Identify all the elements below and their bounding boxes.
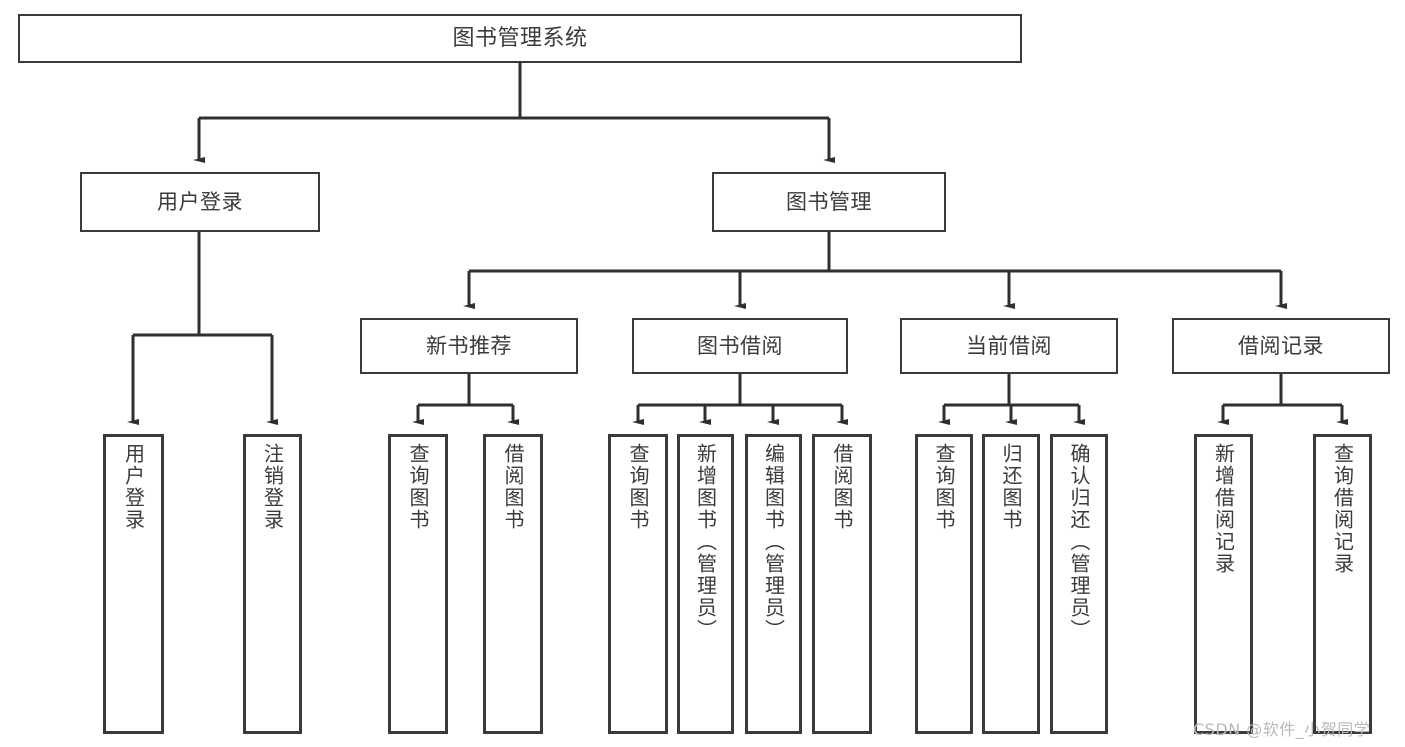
node-label: 归还图书 xyxy=(999,443,1023,531)
node-leaf-query-book-3[interactable]: 查询图书 xyxy=(915,434,973,734)
node-leaf-query-book-2[interactable]: 查询图书 xyxy=(608,434,668,734)
node-label: 查询图书 xyxy=(406,443,430,531)
node-user-login[interactable]: 用户登录 xyxy=(80,172,320,232)
node-book-borrow[interactable]: 图书借阅 xyxy=(632,318,848,374)
node-leaf-query-record[interactable]: 查询借阅记录 xyxy=(1313,434,1372,734)
node-leaf-add-book[interactable]: 新增图书（管理员） xyxy=(677,434,734,734)
node-label: 查询借阅记录 xyxy=(1330,443,1355,575)
node-leaf-borrow-book-2[interactable]: 借阅图书 xyxy=(812,434,872,734)
node-new-book-recommend[interactable]: 新书推荐 xyxy=(360,318,578,374)
node-label: 查询图书 xyxy=(932,443,956,531)
node-label: 图书借阅 xyxy=(697,333,783,358)
node-label: 当前借阅 xyxy=(966,333,1052,358)
node-borrow-record[interactable]: 借阅记录 xyxy=(1172,318,1390,374)
node-label: 新增借阅记录 xyxy=(1211,443,1236,575)
node-current-borrow[interactable]: 当前借阅 xyxy=(900,318,1118,374)
node-leaf-edit-book[interactable]: 编辑图书（管理员） xyxy=(745,434,802,734)
node-label: 确认归还（管理员） xyxy=(1067,443,1091,641)
node-label: 新书推荐 xyxy=(426,333,512,358)
node-label: 注销登录 xyxy=(260,443,285,531)
node-label: 图书管理系统 xyxy=(452,25,588,51)
node-label: 新增图书（管理员） xyxy=(693,443,718,641)
node-label: 借阅图书 xyxy=(830,443,854,531)
node-leaf-return-book[interactable]: 归还图书 xyxy=(982,434,1040,734)
node-label: 图书管理 xyxy=(786,189,872,214)
node-leaf-logout[interactable]: 注销登录 xyxy=(243,434,302,734)
node-leaf-confirm-return[interactable]: 确认归还（管理员） xyxy=(1050,434,1108,734)
node-book-management[interactable]: 图书管理 xyxy=(712,172,946,232)
node-label: 编辑图书（管理员） xyxy=(761,443,786,641)
node-label: 查询图书 xyxy=(626,443,650,531)
node-label: 借阅记录 xyxy=(1238,333,1324,358)
node-label: 借阅图书 xyxy=(501,443,525,531)
node-leaf-add-record[interactable]: 新增借阅记录 xyxy=(1194,434,1253,734)
node-leaf-user-login[interactable]: 用户登录 xyxy=(103,434,164,734)
watermark-text: CSDN @软件_小贺同学 xyxy=(1193,720,1371,739)
node-root-system[interactable]: 图书管理系统 xyxy=(18,14,1022,63)
node-leaf-query-book-1[interactable]: 查询图书 xyxy=(388,434,448,734)
node-label: 用户登录 xyxy=(157,189,243,214)
node-leaf-borrow-book-1[interactable]: 借阅图书 xyxy=(483,434,543,734)
node-label: 用户登录 xyxy=(121,443,146,531)
